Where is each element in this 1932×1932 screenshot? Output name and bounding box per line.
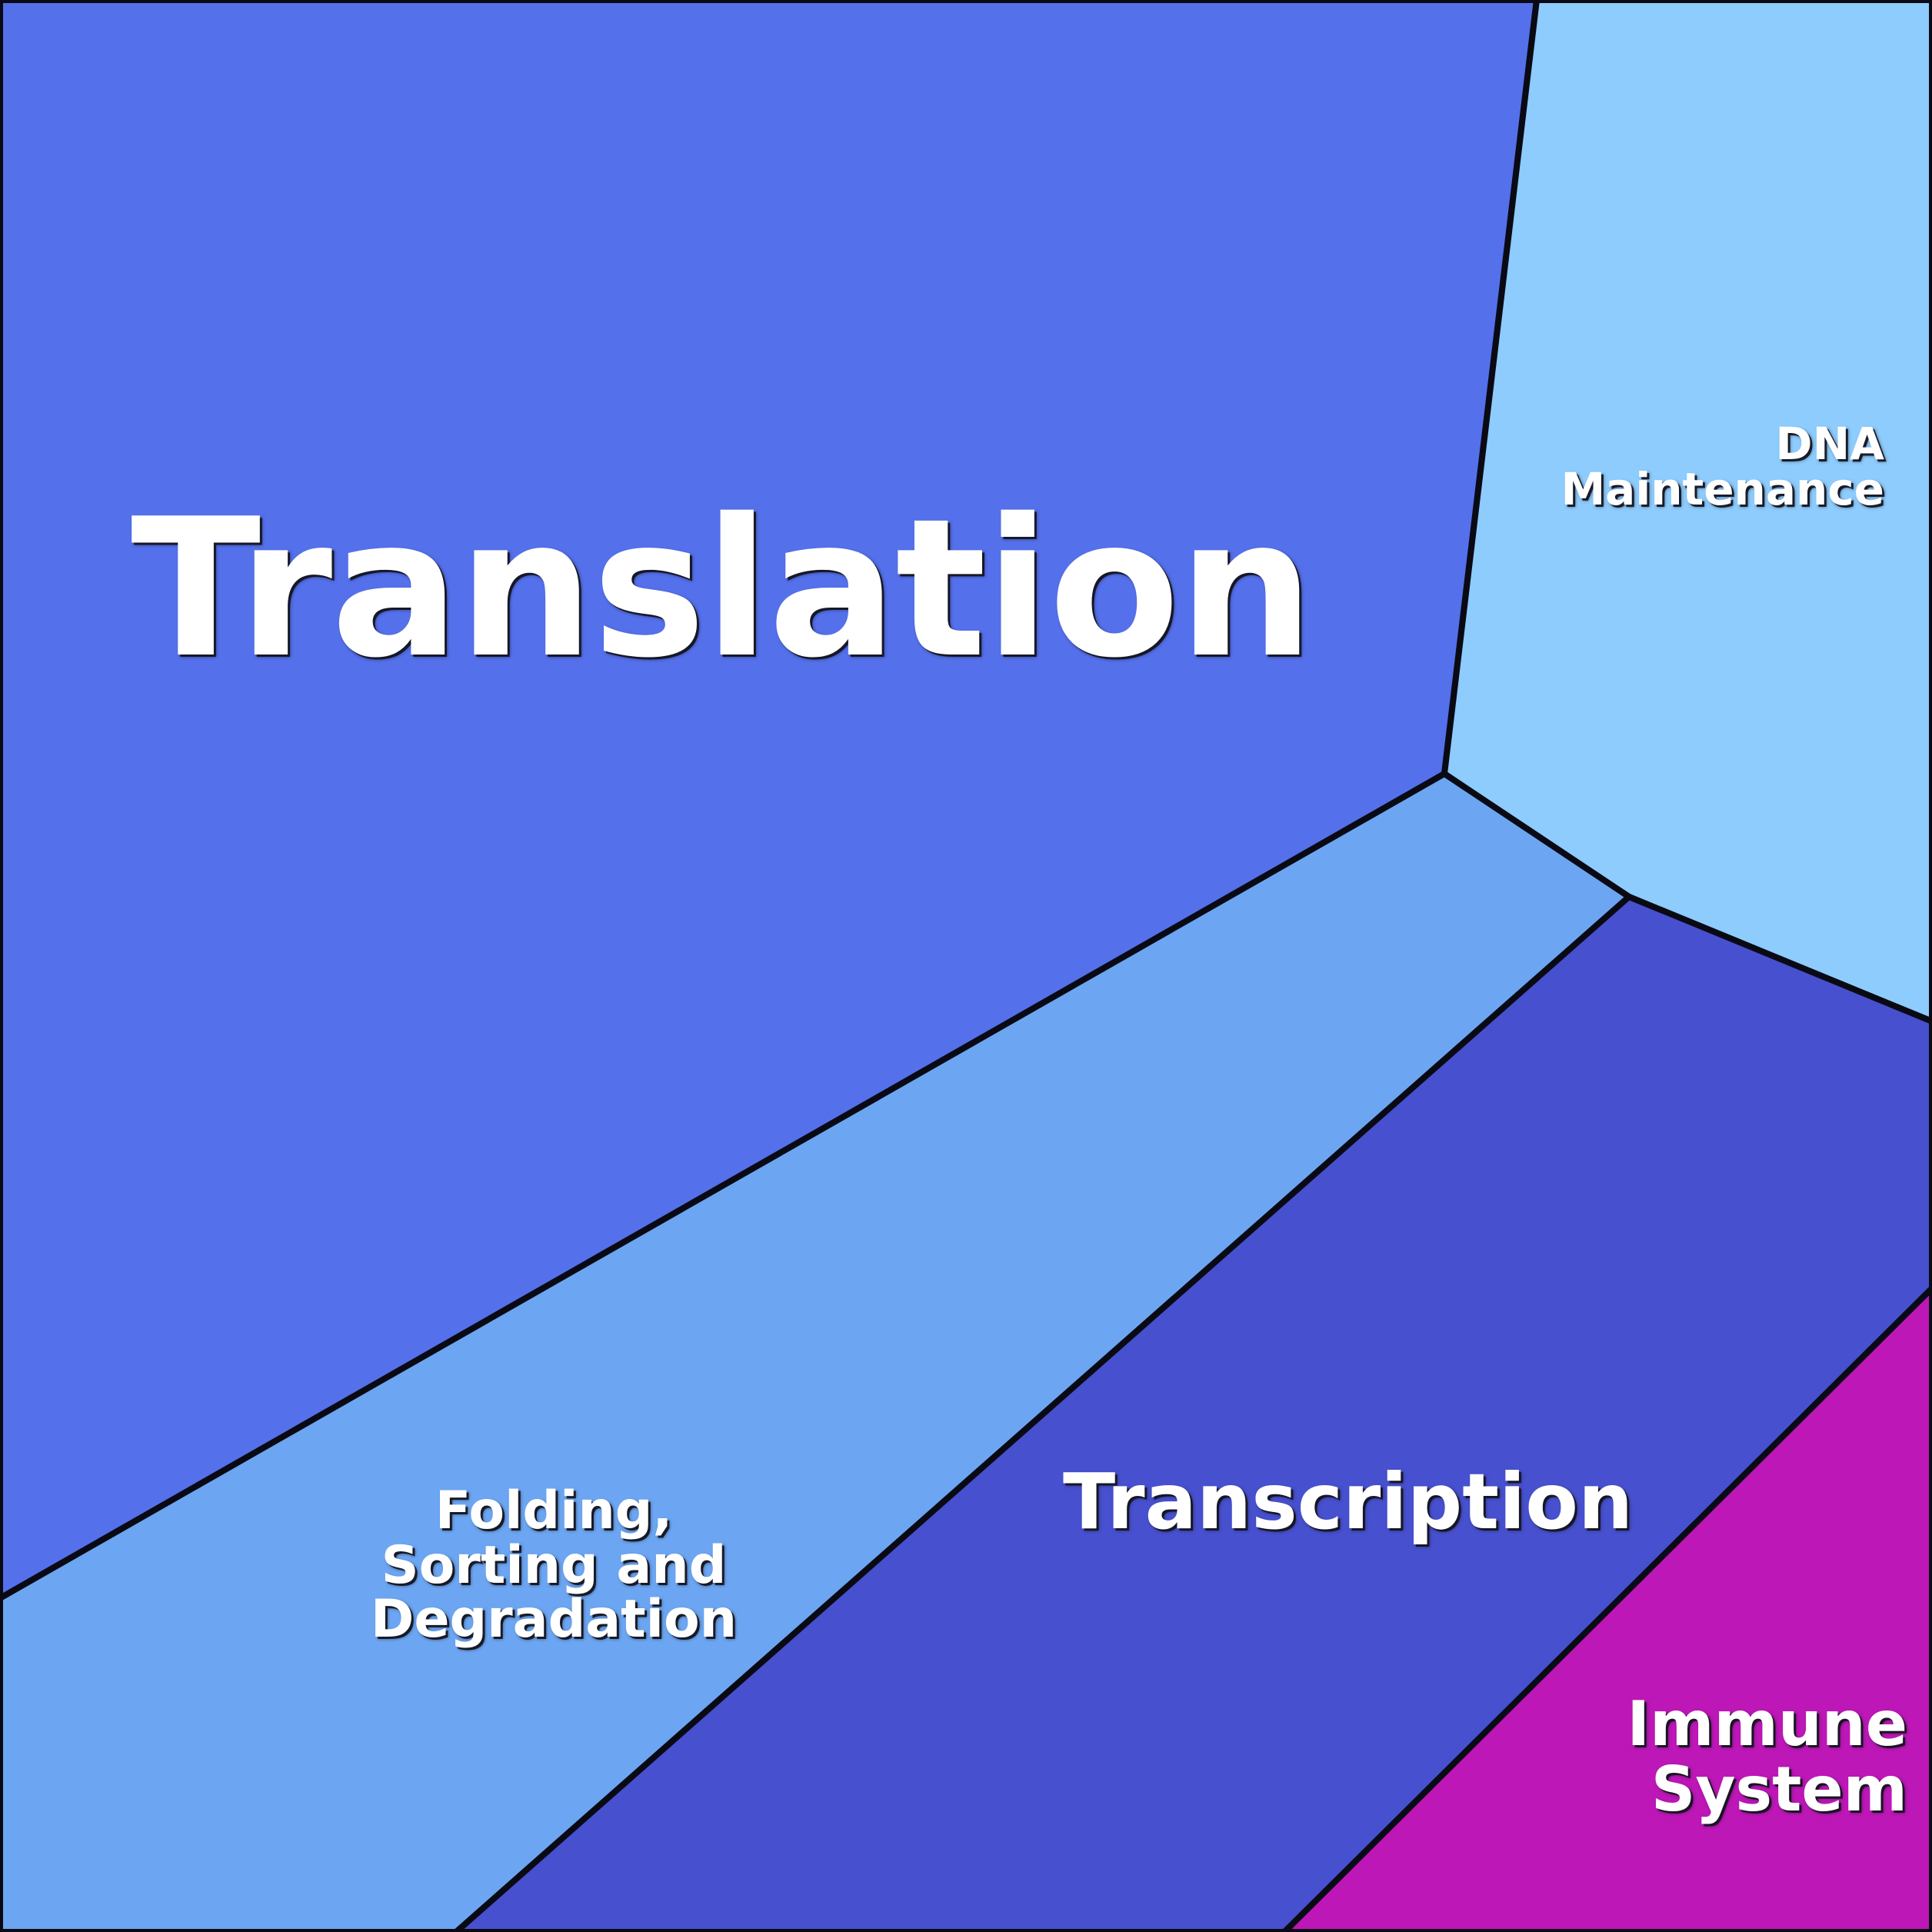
treemap-cell-immune-system[interactable] — [1280, 1284, 1932, 1932]
treemap-cell-folding-sorting-and-degradation[interactable] — [0, 770, 1634, 1932]
